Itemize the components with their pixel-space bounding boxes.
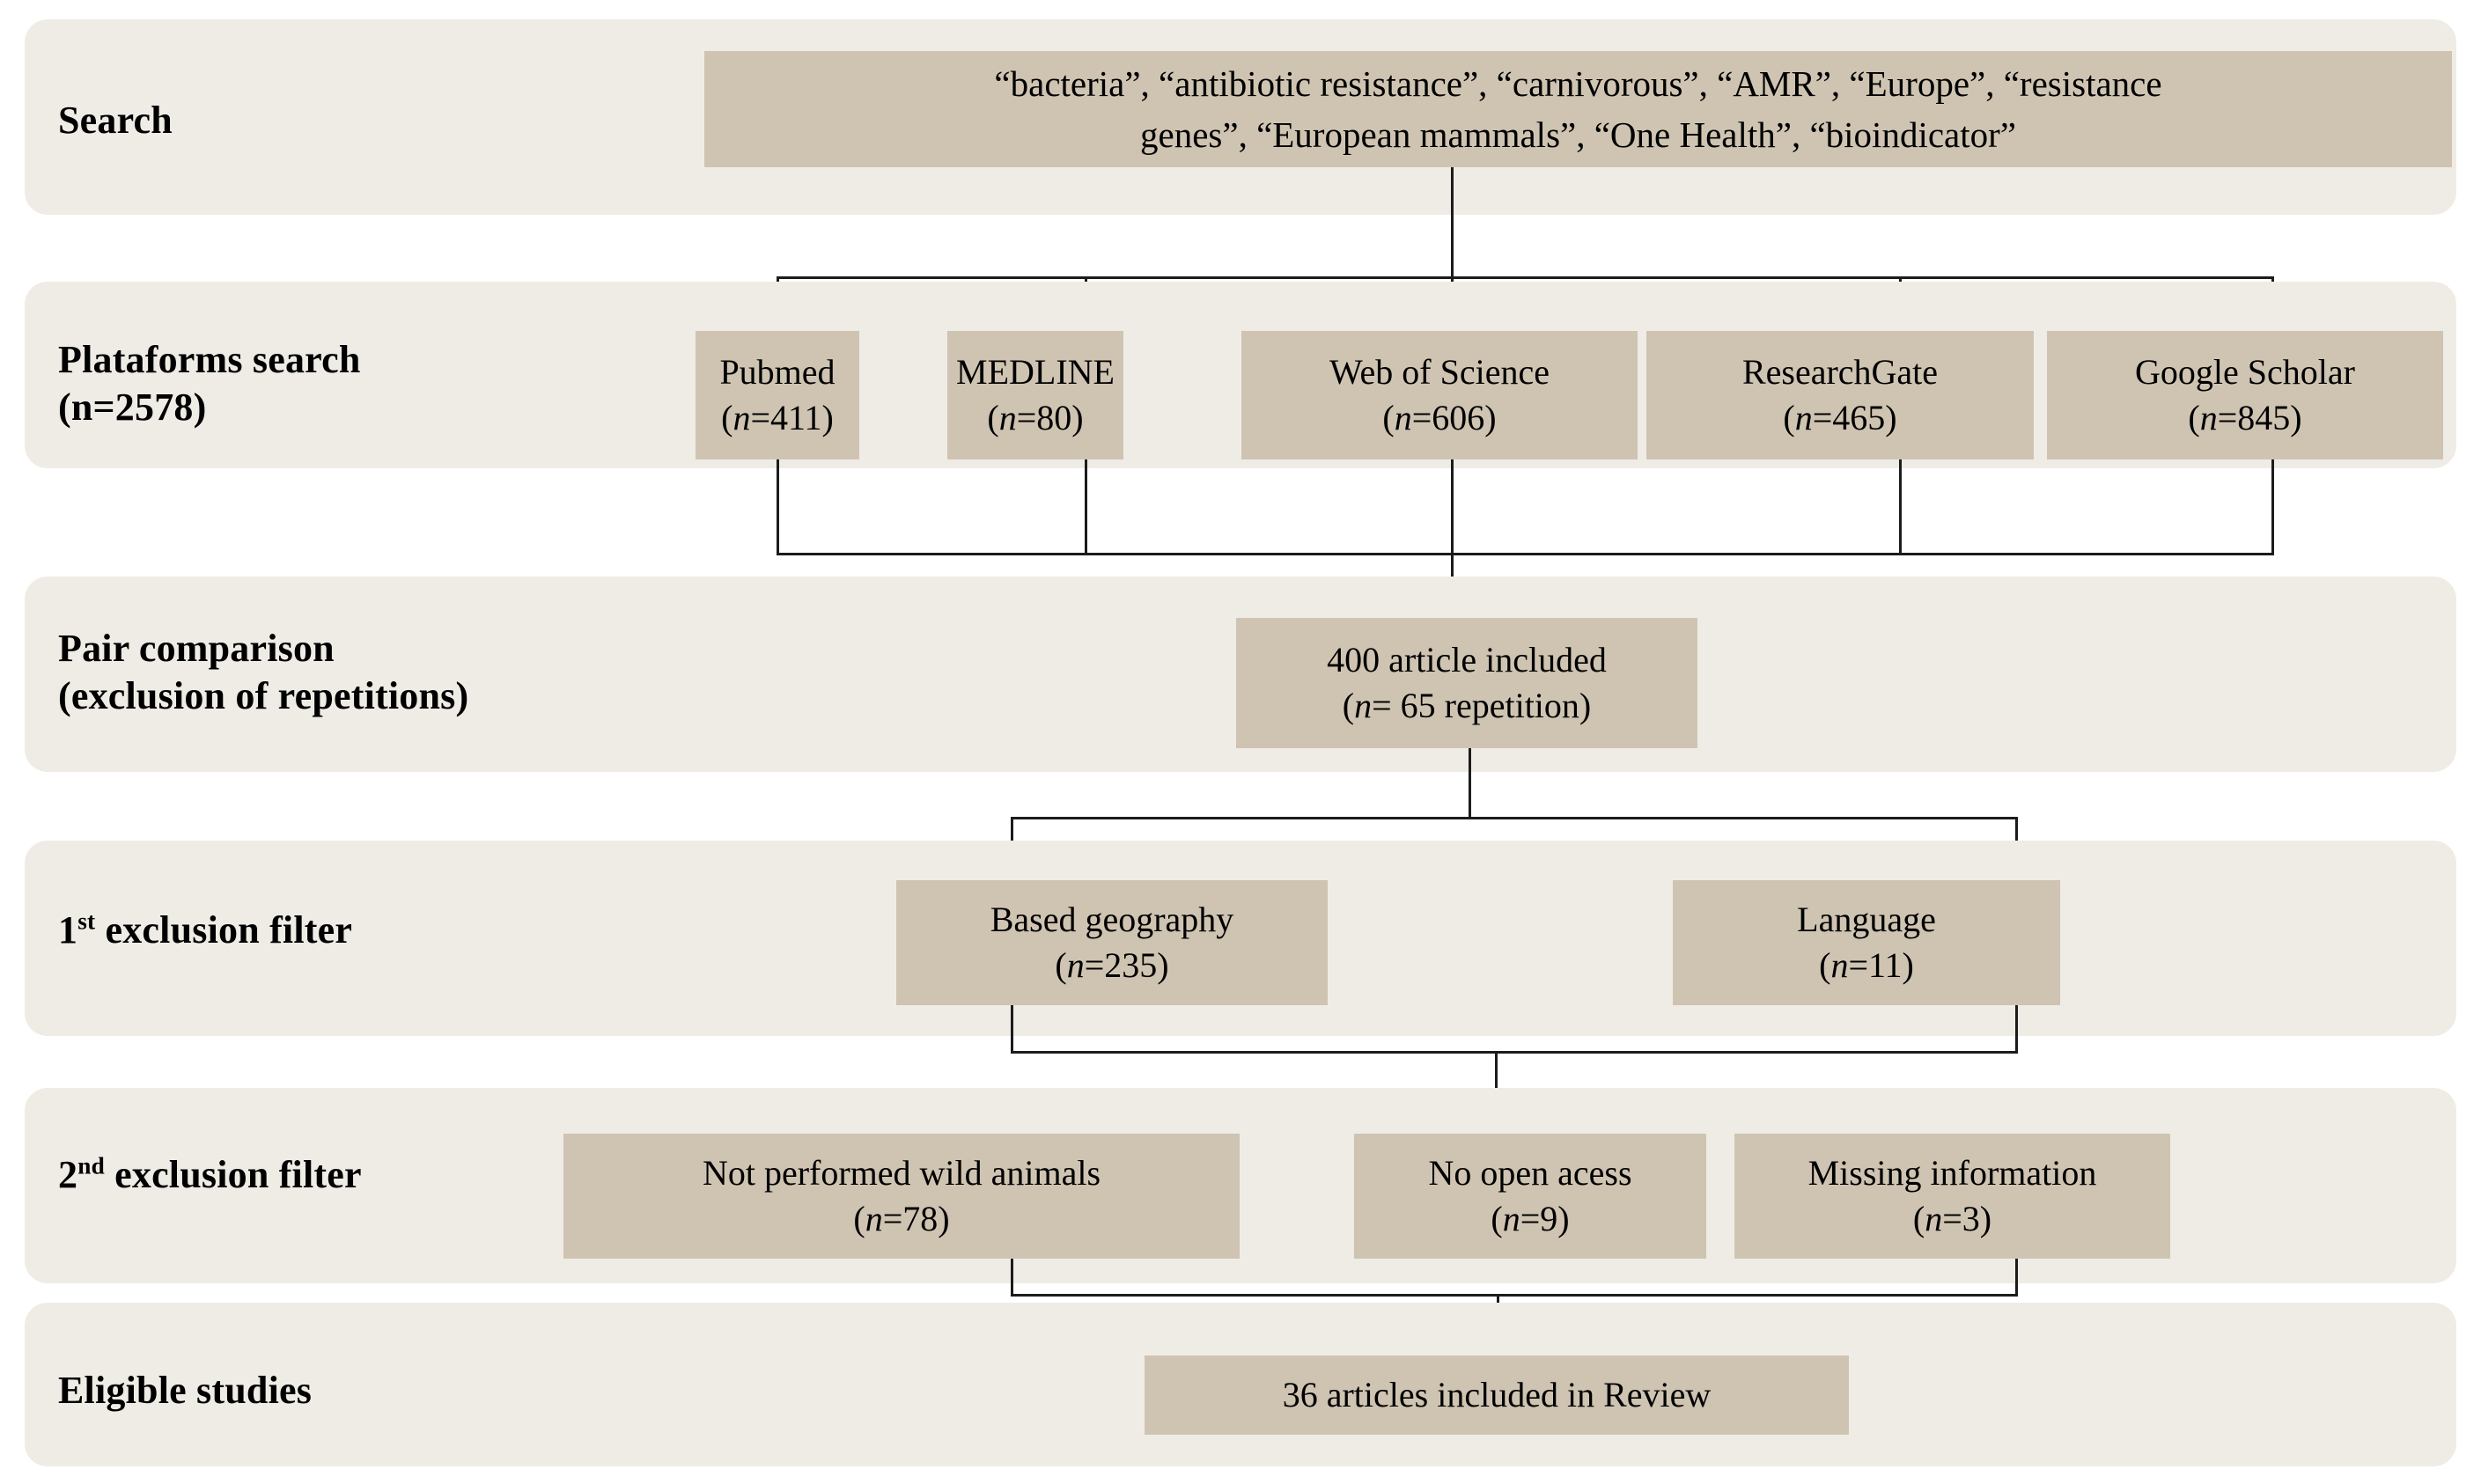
platform-name-researchgate: ResearchGate <box>1741 352 1939 392</box>
filter2-box-no-open-acess: No open acess (n=9) <box>1354 1134 1706 1259</box>
connector-google-scholar-down <box>2271 459 2274 553</box>
connector-medline-down <box>1085 459 1087 553</box>
eligible-studies-text: 36 articles included in Review <box>1282 1375 1712 1415</box>
platform-name-medline: MEDLINE <box>956 352 1115 392</box>
connector-filter1-to-filter2 <box>1495 1051 1498 1121</box>
filter2-box-not-performed-wild-animals: Not performed wild animals (n=78) <box>563 1134 1240 1259</box>
filter2-count-missing-information: (n=3) <box>1912 1199 1992 1238</box>
stage-label-platforms: Plataforms search (n=2578) <box>58 338 361 429</box>
search-terms-line-1: “bacteria”, “antibiotic resistance”, “ca… <box>994 62 2162 104</box>
filter2-label-sup: nd <box>77 1152 105 1179</box>
connector-filter1-split-bar <box>1011 817 2018 819</box>
filter1-label-pre: 1 <box>58 908 78 951</box>
platform-name-web-of-science: Web of Science <box>1329 352 1550 392</box>
connector-search-down <box>1451 167 1454 278</box>
filter2-label-post: exclusion filter <box>104 1153 362 1196</box>
filter1-count-based-geography: (n=235) <box>1055 945 1169 985</box>
connector-not-performed-wild-animals-down <box>1011 1259 1013 1294</box>
connector-platforms-merge-bar <box>777 553 2274 555</box>
connector-language-down <box>2015 1005 2018 1051</box>
pair-comparison-included: 400 article included <box>1327 640 1607 680</box>
platform-box-web-of-science: Web of Science (n=606) <box>1241 331 1638 459</box>
filter1-name-language: Language <box>1797 900 1936 939</box>
search-terms-line-2: genes”, “European mammals”, “One Health”… <box>1140 114 2016 155</box>
connector-filter2-merge-bar <box>1011 1294 2018 1297</box>
connector-pair-down <box>1469 748 1471 817</box>
filter1-label-sup: st <box>77 907 96 935</box>
filter2-label-pre: 2 <box>58 1153 78 1196</box>
platform-count-medline: (n=80) <box>987 398 1084 437</box>
platform-box-pubmed: Pubmed (n=411) <box>696 331 859 459</box>
filter1-label-post: exclusion filter <box>95 908 353 951</box>
pair-comparison-repetitions: (n= 65 repetition) <box>1342 686 1592 725</box>
stage-label-pair-comparison: Pair comparison (exclusion of repetition… <box>58 627 469 717</box>
filter2-name-not-performed-wild-animals: Not performed wild animals <box>702 1153 1101 1193</box>
stage-label-filter1: 1st exclusion filter <box>58 907 352 954</box>
eligible-studies-result-box: 36 articles included in Review <box>1145 1355 1849 1435</box>
connector-missing-information-down <box>2015 1259 2018 1294</box>
stage-label-eligible: Eligible studies <box>58 1369 313 1412</box>
connector-platforms-distribution-bar <box>777 276 2273 279</box>
platform-name-pubmed: Pubmed <box>719 352 836 392</box>
connector-filter1-merge-bar <box>1011 1051 2018 1054</box>
platform-box-researchgate: ResearchGate (n=465) <box>1646 331 2034 459</box>
platform-count-researchgate: (n=465) <box>1783 398 1897 437</box>
stage-label-search: Search <box>58 99 173 142</box>
filter1-box-language: Language (n=11) <box>1673 880 2060 1005</box>
platform-name-google-scholar: Google Scholar <box>2135 352 2355 392</box>
connector-based-geography-down <box>1011 1005 1013 1051</box>
connector-pubmed-down <box>777 459 779 553</box>
platform-count-pubmed: (n=411) <box>721 398 834 437</box>
pair-comparison-result-box: 400 article included (n= 65 repetition) <box>1236 618 1697 748</box>
platform-count-web-of-science: (n=606) <box>1382 398 1497 437</box>
platform-box-medline: MEDLINE (n=80) <box>947 331 1123 459</box>
search-terms-box: “bacteria”, “antibiotic resistance”, “ca… <box>704 51 2452 167</box>
platform-count-google-scholar: (n=845) <box>2188 398 2302 437</box>
stage-label-filter2: 2nd exclusion filter <box>58 1151 362 1199</box>
filter2-count-not-performed-wild-animals: (n=78) <box>853 1199 950 1238</box>
filter2-name-no-open-acess: No open acess <box>1428 1153 1632 1193</box>
filter2-count-no-open-acess: (n=9) <box>1491 1199 1570 1238</box>
connector-researchgate-down <box>1899 459 1902 553</box>
filter1-box-based-geography: Based geography (n=235) <box>896 880 1328 1005</box>
filter1-name-based-geography: Based geography <box>990 900 1234 939</box>
filter2-name-missing-information: Missing information <box>1807 1153 2097 1193</box>
platform-box-google-scholar: Google Scholar (n=845) <box>2047 331 2443 459</box>
connector-web-of-science-down <box>1451 459 1454 553</box>
filter1-count-language: (n=11) <box>1819 945 1914 985</box>
filter2-box-missing-information: Missing information (n=3) <box>1734 1134 2170 1259</box>
